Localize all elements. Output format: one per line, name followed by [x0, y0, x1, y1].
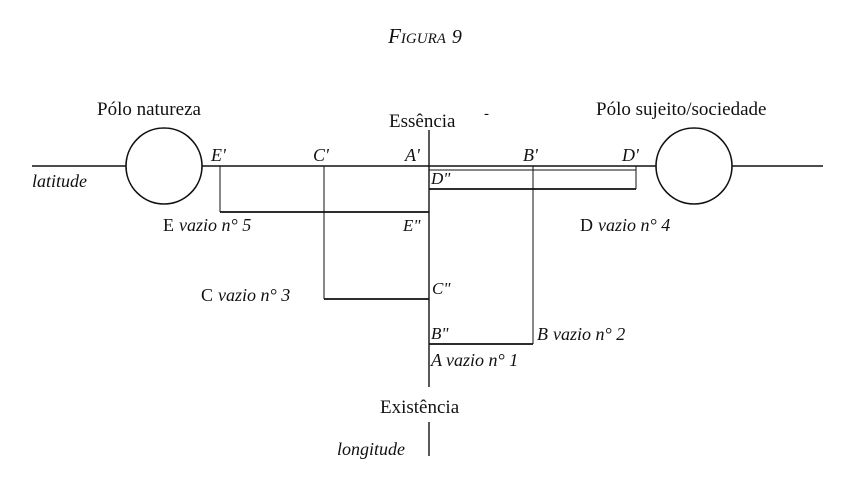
point-c-double-prime: C"	[432, 279, 451, 298]
point-e-double-prime: E"	[402, 216, 421, 235]
void-a-text: vazio n° 1	[446, 350, 518, 370]
figure-title: FIGURA 9	[387, 24, 462, 48]
void-c-text: vazio n° 3	[218, 285, 290, 305]
void-d-letter: D	[580, 215, 593, 235]
nature-pole-label: Pólo natureza	[97, 99, 202, 120]
void-b-text: vazio n° 2	[553, 324, 625, 344]
point-c-prime: C'	[313, 145, 330, 165]
void-e-letter: E	[163, 215, 174, 235]
void-b-letter: B	[537, 324, 548, 344]
society-pole-label: Pólo sujeito/sociedade	[596, 99, 766, 120]
figure-title-rest: IGURA	[400, 31, 447, 47]
point-e-prime: E'	[210, 145, 227, 165]
point-a-prime: A'	[404, 145, 421, 165]
void-d-text: vazio n° 4	[598, 215, 670, 235]
nature-pole-circle	[125, 127, 203, 205]
essence-label: Essência	[389, 111, 456, 132]
void-c-letter: C	[201, 285, 213, 305]
figure-title-initial: F	[387, 24, 401, 48]
stray-mark: -	[484, 106, 489, 122]
latitude-label: latitude	[32, 171, 87, 191]
point-b-double-prime: B"	[431, 324, 449, 343]
void-e-text: vazio n° 5	[179, 215, 251, 235]
existence-label: Existência	[380, 397, 460, 418]
point-b-prime: B'	[523, 145, 539, 165]
figure-title-number: 9	[452, 26, 462, 48]
longitude-label: longitude	[337, 439, 405, 459]
society-pole-circle	[655, 127, 733, 205]
void-a-letter: A	[430, 350, 443, 370]
point-d-prime: D'	[621, 145, 640, 165]
point-d-double-prime: D"	[430, 169, 451, 188]
